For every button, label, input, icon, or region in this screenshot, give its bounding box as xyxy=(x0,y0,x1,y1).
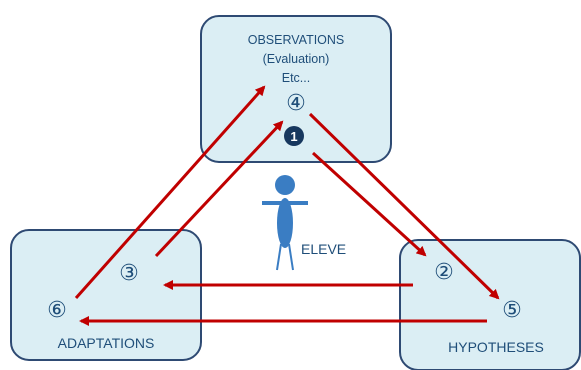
student-label: ELEVE xyxy=(301,241,346,257)
arrow-4-to-5 xyxy=(308,112,500,300)
adaptations-label: ADAPTATIONS xyxy=(58,335,155,351)
observations-extra: Etc... xyxy=(282,71,310,85)
hypotheses-label: HYPOTHESES xyxy=(448,339,544,355)
observations-title: OBSERVATIONS xyxy=(248,33,345,47)
arrow-6-to-4 xyxy=(74,85,266,299)
hypotheses-box xyxy=(399,239,581,370)
step-1-number: 1 xyxy=(290,129,297,144)
observations-box xyxy=(200,15,392,163)
step-6-marker: ⑥ xyxy=(47,298,67,323)
observations-subtitle: (Evaluation) xyxy=(263,52,330,66)
step-4-marker: ④ xyxy=(286,91,306,116)
step-2-marker: ② xyxy=(434,260,454,285)
arrow-1-to-2 xyxy=(311,151,427,257)
step-1-marker: 1 xyxy=(284,126,304,146)
step-5-marker: ⑤ xyxy=(502,298,522,323)
adaptations-box xyxy=(10,229,202,361)
step-3-marker: ③ xyxy=(119,261,139,286)
student-figure-icon xyxy=(262,175,308,271)
arrow-3-to-4 xyxy=(154,120,284,258)
